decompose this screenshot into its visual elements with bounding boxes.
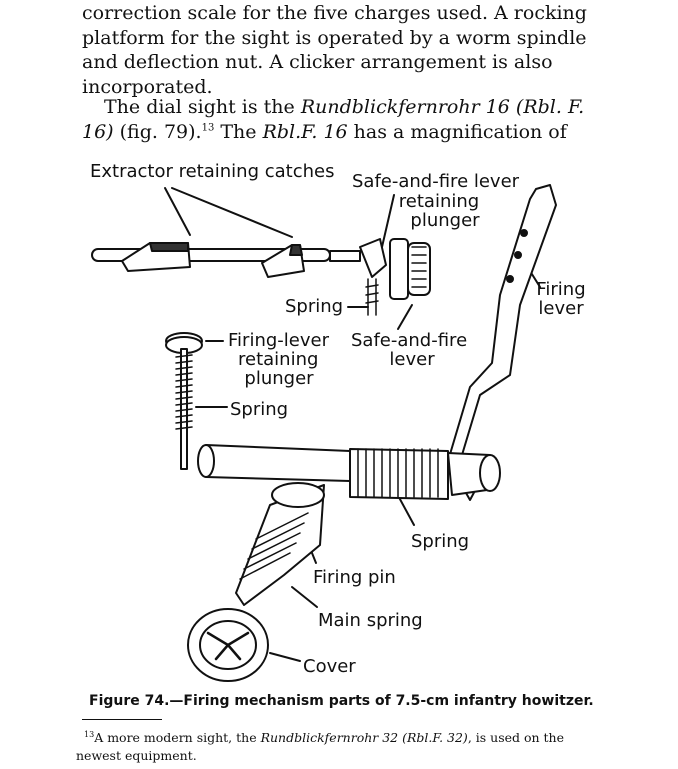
label-safe-and-fire: Safe-and-fire: [351, 330, 468, 351]
extractor-rod: [91, 242, 361, 278]
label-extractor-retaining-catches: Extractor retaining catches: [90, 161, 335, 182]
paragraph-text: has a magnification of: [347, 120, 567, 143]
label-spring-3: Spring: [411, 531, 470, 552]
footnote: 13A more modern sight, the Rundblickfern…: [76, 729, 606, 765]
label-retaining-2: retaining: [238, 349, 319, 370]
label-firing-pin: Firing pin: [313, 567, 396, 588]
firing-mechanism-drawing: [91, 184, 557, 682]
label-lever-2: lever: [389, 349, 435, 370]
label-plunger: plunger: [410, 210, 480, 231]
body-paragraph-2: The dial sight is the Rundblickfernrohr …: [82, 95, 612, 144]
pointer-line: [269, 652, 301, 662]
label-firing-lever: Firing-lever: [228, 330, 329, 351]
label-lever: lever: [538, 298, 584, 319]
pointer-line: [397, 304, 413, 330]
safe-and-fire-lever-part: [359, 238, 431, 316]
label-spring-1: Spring: [285, 296, 344, 317]
paragraph-text: (fig. 79).: [113, 120, 202, 143]
figure-caption: Figure 74.—Firing mechanism parts of 7.5…: [89, 693, 594, 709]
main-spring-part: [235, 482, 325, 606]
label-safe-and-fire-lever-top: Safe-and-fire lever: [352, 171, 520, 192]
pointer-line: [171, 187, 293, 238]
footnote-text: , is used on the newest equipment.: [76, 730, 565, 763]
firing-pin-body-part: [197, 444, 501, 500]
label-main-spring: Main spring: [318, 610, 423, 631]
italic-term: Rbl.F. 16: [262, 120, 348, 143]
footnote-marker: 13: [201, 122, 215, 134]
footnote-marker: 13: [84, 729, 95, 739]
body-paragraph-1: correction scale for the five charges us…: [82, 2, 587, 98]
label-retaining: retaining: [398, 191, 480, 212]
pointer-line: [381, 194, 395, 248]
label-firing: Firing: [536, 279, 586, 300]
firing-mechanism-figure: Extractor retaining catches Safe-and-fir…: [0, 155, 678, 685]
label-spring-2: Spring: [230, 399, 289, 420]
pointer-line: [291, 586, 318, 608]
cover-part: [187, 608, 269, 682]
italic-term: Rundblickfernrohr 16 (Rbl. F. 16): [82, 96, 585, 143]
firing-lever-plunger-part: [165, 332, 203, 470]
italic-term: Rundblickfernrohr 32 (Rbl.F. 32): [260, 730, 468, 745]
label-cover: Cover: [303, 656, 356, 677]
label-plunger-2: plunger: [244, 368, 314, 389]
paragraph-text: The dial sight is the: [104, 96, 301, 118]
pointer-line: [164, 187, 191, 236]
paragraph-text: The: [214, 120, 263, 143]
footnote-text: A more modern sight, the: [94, 730, 261, 745]
footnote-rule: [82, 719, 162, 720]
